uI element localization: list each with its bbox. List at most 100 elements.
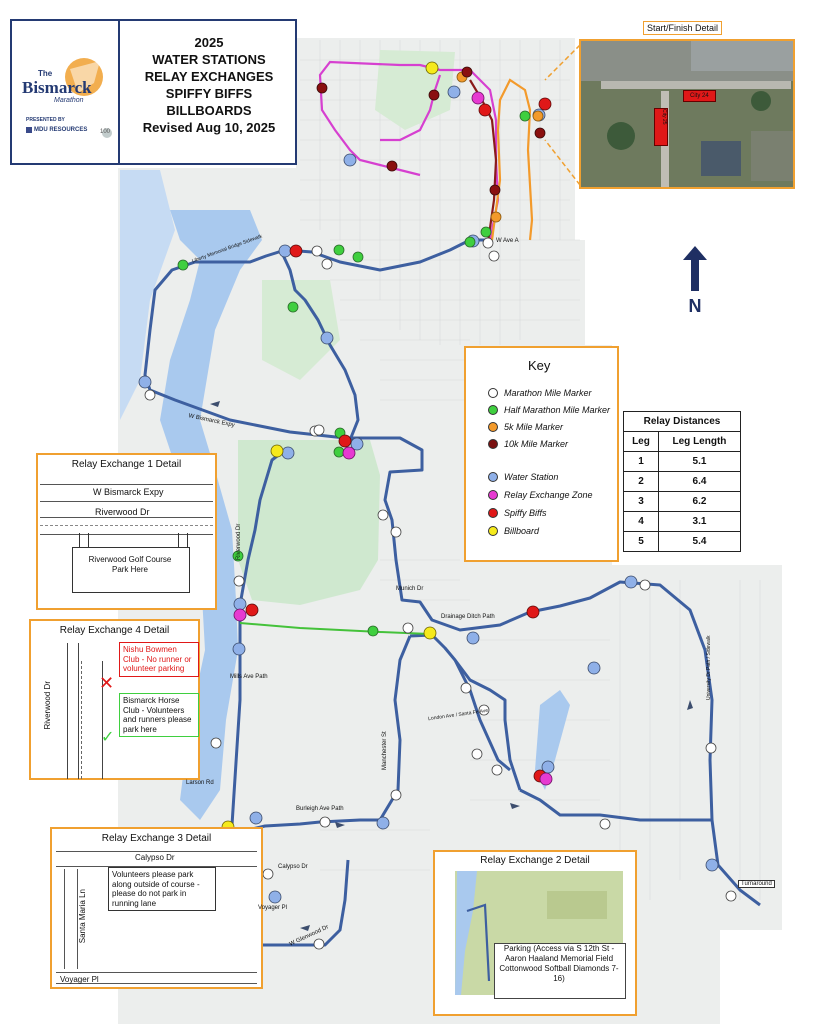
length-cell: 6.4 — [657, 471, 742, 492]
north-arrow: N — [683, 246, 707, 317]
title-line-water: WATER STATIONS — [152, 52, 266, 67]
north-arrow-icon — [683, 246, 707, 291]
key-title: Key — [528, 358, 551, 373]
start-marker-city25: City 25 — [654, 108, 668, 146]
relay1-title: Relay Exchange 1 Detail — [71, 459, 182, 470]
logo-presented-by: PRESENTED BY — [26, 117, 65, 123]
relay2-title: Relay Exchange 2 Detail — [480, 855, 590, 866]
relay3-road-bottom-line — [56, 972, 257, 984]
key-row-water: Water Station — [488, 472, 558, 482]
logo-marathon: Marathon — [54, 97, 84, 104]
label-university-dr: University Dr Path / Sidewalk — [706, 635, 712, 700]
relay4-title: Relay Exchange 4 Detail — [59, 625, 170, 636]
street-grid — [300, 40, 761, 900]
key-row-10k: 10k Mile Marker — [488, 439, 568, 449]
key-row-5k: 5k Mile Marker — [488, 422, 563, 432]
5k-marker-icon — [488, 422, 498, 432]
title-line-year: 2025 — [194, 35, 224, 50]
key-label: 10k Mile Marker — [504, 439, 569, 449]
relay4-road-line — [67, 643, 79, 779]
leg-cell: 5 — [623, 531, 659, 552]
title-line-billboards: BILLBOARDS — [166, 103, 252, 118]
relay1-park-label: Riverwood Golf Course Park Here — [88, 555, 172, 574]
label-burleigh-ave: Burleigh Ave Path — [296, 806, 344, 812]
river-channel — [120, 170, 175, 420]
key-row-marathon: Marathon Mile Marker — [488, 388, 592, 398]
key-label: Water Station — [504, 472, 559, 482]
leg-cell: 1 — [623, 451, 659, 472]
relay1-road-riverwood-line — [40, 517, 213, 535]
length-cell: 6.2 — [657, 491, 742, 512]
relay1-entry-right — [178, 533, 188, 547]
relay3-road-side-line — [64, 869, 78, 969]
golf-course-park — [238, 440, 380, 605]
10k-marker-icon — [488, 439, 498, 449]
label-drainage-ditch: Drainage Ditch Path — [441, 614, 495, 620]
marathon-marker-icon — [488, 388, 498, 398]
map-key: Key Marathon Mile Marker Half Marathon M… — [464, 346, 619, 562]
relay4-road-label: Riverwood Dr — [43, 681, 52, 730]
label-manchester-st: Manchester St — [382, 731, 388, 770]
relay3-road-top-line — [56, 851, 257, 867]
relay3-title: Relay Exchange 3 Detail — [101, 833, 212, 844]
label-turnaround: Turnaround — [738, 880, 775, 888]
length-cell: 3.1 — [657, 511, 742, 532]
key-row-half: Half Marathon Mile Marker — [488, 405, 610, 415]
relay1-road-expy-line — [40, 484, 213, 502]
relay4-parking-check-icon: ✓ — [101, 729, 115, 746]
label-riverwood-dr: Riverwood Dr — [236, 523, 242, 560]
logo-the: The — [38, 69, 53, 78]
relay4-no-parking-icon: ✕ — [99, 673, 115, 693]
runner-logo-icon — [26, 58, 112, 138]
relay1-dashes — [40, 525, 213, 526]
relay-exchange-2-detail: Relay Exchange 2 Detail Parking (Access … — [433, 850, 637, 1016]
start-finish-title: Start/Finish Detail — [643, 21, 723, 35]
billboard-icon — [488, 526, 498, 536]
key-label: Half Marathon Mile Marker — [504, 405, 611, 415]
relay3-note: Volunteers please park along outside of … — [108, 867, 216, 911]
start-marker-city24: City 24 — [683, 90, 716, 102]
10k-markers — [316, 66, 546, 196]
logo-bismarck: Bismarck — [22, 78, 92, 97]
start-finish-detail: City 24 City 25 — [579, 39, 795, 189]
riverside-park — [262, 280, 340, 380]
relay-exchange-1-detail: Relay Exchange 1 Detail W Bismarck Expy … — [36, 453, 217, 610]
label-calypso-dr: Calypso Dr — [278, 864, 308, 870]
label-munich-dr: Munich Dr — [396, 586, 424, 592]
relay1-entry-left — [79, 533, 89, 547]
leg-cell: 2 — [623, 471, 659, 492]
title-line-relay: RELAY EXCHANGES — [144, 69, 274, 84]
leg-cell: 3 — [623, 491, 659, 512]
relay2-parking-label: Parking (Access via S 12th St - Aaron Ha… — [499, 944, 619, 983]
relay2-parking-box — [494, 943, 626, 999]
length-cell: 5.4 — [657, 531, 742, 552]
spiffy-biff-icon — [488, 508, 498, 518]
relay4-path-line — [81, 661, 103, 779]
relay4-note-red: Nishu Bowmen Club - No runner or volunte… — [119, 642, 199, 677]
col-length: Leg Length — [657, 431, 742, 452]
label-larson-rd: Larson Rd — [186, 780, 214, 786]
key-label: Marathon Mile Marker — [504, 388, 592, 398]
north-label: N — [688, 296, 702, 316]
label-w-ave-a: W Ave A — [496, 238, 519, 244]
label-mills-ave: Mills Ave Path — [230, 674, 268, 680]
half-marker-icon — [488, 405, 498, 415]
water-station-icon — [488, 472, 498, 482]
label-voyager-pl: Voyager Pl — [258, 905, 288, 911]
relay3-road-bottom: Voyager Pl — [60, 975, 99, 984]
key-row-billboard: Billboard — [488, 526, 539, 536]
relay-zone-icon — [488, 490, 498, 500]
logo-badge: 100 — [100, 129, 111, 135]
aerial-photo — [581, 41, 793, 187]
logo-area: The Bismarck Marathon PRESENTED BY MDU R… — [12, 21, 120, 163]
relay3-road-top: Calypso Dr — [135, 853, 175, 862]
logo-sponsor: MDU RESOURCES — [34, 127, 88, 133]
length-cell: 5.1 — [657, 451, 742, 472]
